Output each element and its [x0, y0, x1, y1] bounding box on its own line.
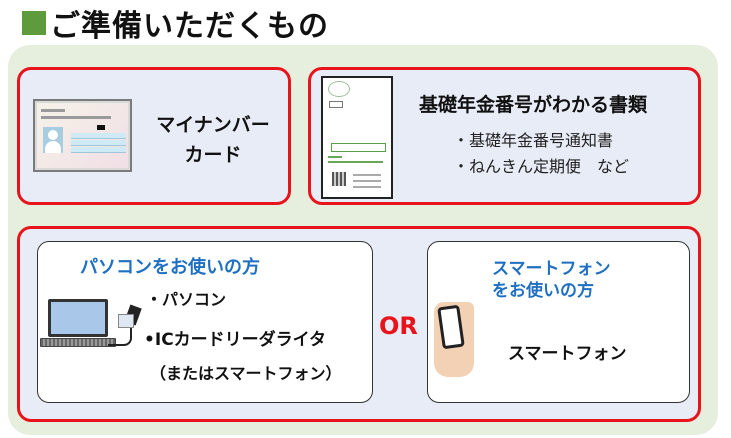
mynumber-card-icon: [33, 99, 132, 172]
or-label: OR: [379, 312, 418, 340]
pc-heading: パソコンをお使いの方: [80, 257, 260, 278]
smartphone-item: スマートフォン: [508, 344, 627, 364]
pension-docs-title: 基礎年金番号がわかる書類: [419, 94, 648, 116]
smartphone-option-card: スマートフォン をお使いの方 スマートフォン: [427, 241, 690, 403]
smartphone-heading: スマートフォン をお使いの方: [492, 259, 611, 302]
pension-document-icon: [321, 76, 393, 199]
pc-option-card: パソコンをお使いの方 ・パソコン •ICカードリーダライタ （またはスマートフォ…: [37, 241, 373, 403]
docs-item: ・基礎年金番号通知書: [453, 131, 614, 150]
mynumber-card-label: マイナンバー カード: [156, 114, 270, 167]
page-title: ご準備いただくもの: [22, 2, 329, 44]
pc-item: （またはスマートフォン）: [150, 364, 342, 383]
pension-docs-box: 基礎年金番号がわかる書類 ・基礎年金番号通知書 ・ねんきん定期便 など: [308, 67, 701, 205]
page-title-text: ご準備いただくもの: [50, 9, 329, 44]
green-square-icon: [22, 11, 46, 35]
pc-item: •ICカードリーダライタ: [144, 330, 326, 350]
docs-item: ・ねんきん定期便 など: [453, 157, 630, 176]
pc-item: ・パソコン: [146, 290, 227, 309]
mynumber-card-box: マイナンバー カード: [17, 67, 291, 205]
device-box: パソコンをお使いの方 ・パソコン •ICカードリーダライタ （またはスマートフォ…: [17, 226, 701, 422]
